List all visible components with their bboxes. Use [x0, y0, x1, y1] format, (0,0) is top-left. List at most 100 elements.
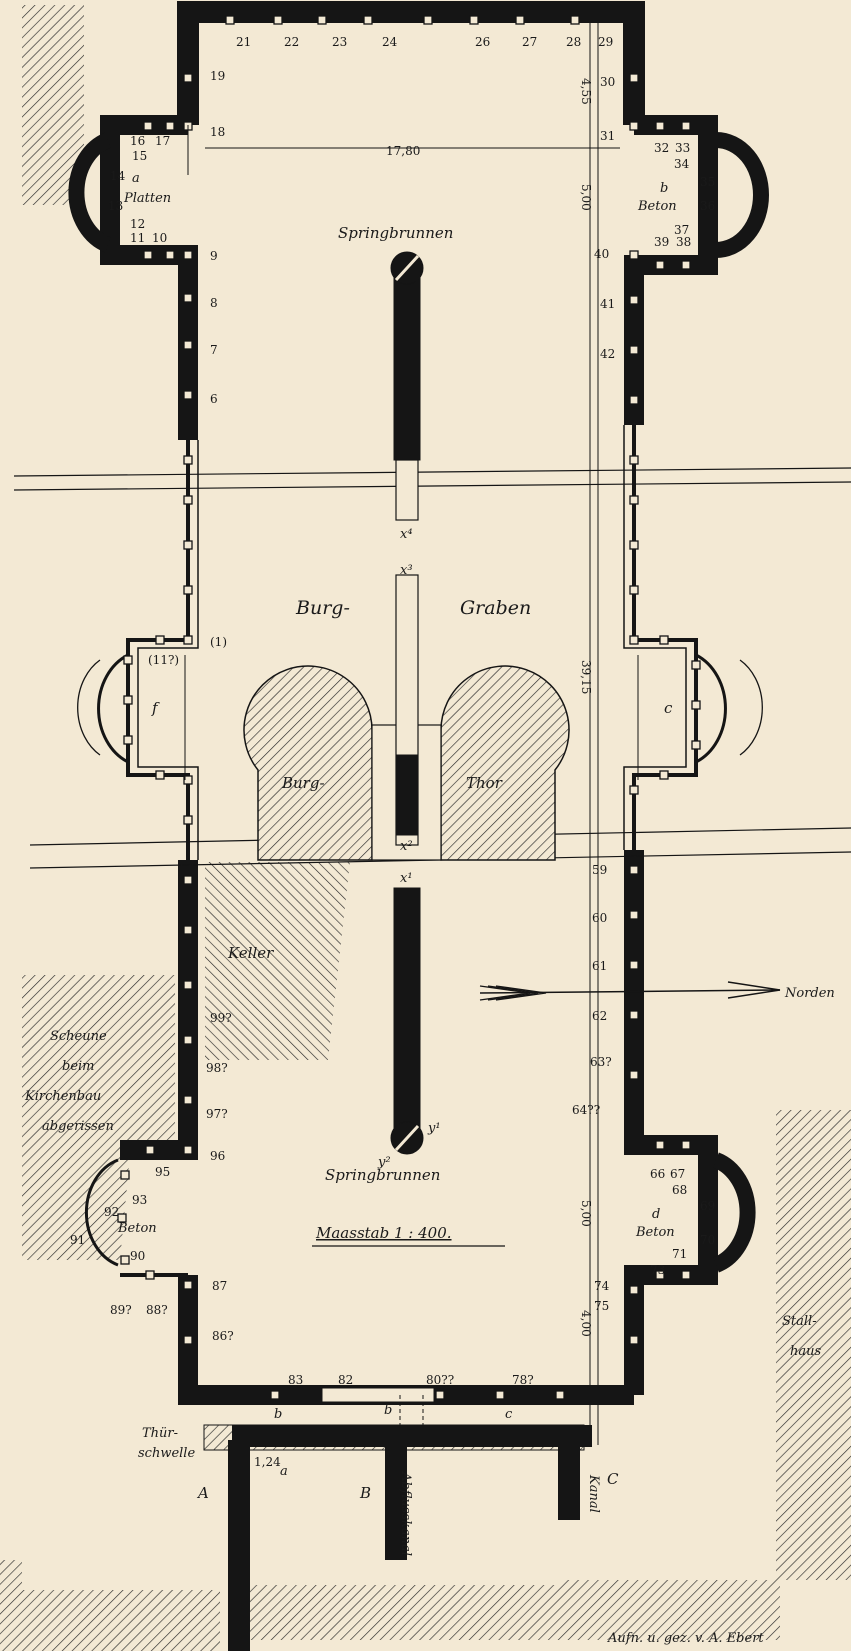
post-marker	[165, 121, 175, 131]
post-marker	[145, 1145, 155, 1155]
north-arrow	[479, 981, 781, 1001]
point-x4: x⁴	[400, 527, 413, 542]
apse-nw-label: Platten	[123, 191, 171, 206]
post-marker	[183, 1335, 193, 1345]
post-marker	[270, 1390, 280, 1400]
post-marker	[165, 250, 175, 260]
post-number-west-lower: 99?	[210, 1011, 232, 1025]
apse-sw-label: Beton	[117, 1221, 157, 1236]
section-mark-a: a	[280, 1464, 288, 1479]
post-number-west-upper: (1)	[210, 635, 227, 649]
post-number-bottom: 78?	[512, 1373, 534, 1387]
section-b-label: B	[359, 1484, 371, 1502]
burg-label: Burg-	[295, 597, 350, 619]
post-marker	[143, 250, 153, 260]
post-marker	[435, 1390, 445, 1400]
post-marker	[183, 1280, 193, 1290]
post-number-west-lower: 95	[155, 1165, 170, 1179]
dimension-width: 17,80	[386, 144, 420, 158]
post-number-ne-apse: 39	[654, 235, 669, 249]
post-number-east-lower: 60	[592, 911, 607, 925]
post-number-east-upper: 31	[600, 129, 615, 143]
post-number-top: 28	[566, 35, 581, 49]
post-marker	[570, 15, 580, 25]
post-number-nw-apse: 15	[132, 149, 147, 163]
dimension-d2: 5,00	[579, 184, 593, 211]
post-marker	[659, 770, 669, 780]
post-number-east-lower: 59	[592, 863, 607, 877]
post-number-nw-apse: 17	[155, 134, 170, 148]
post-marker	[183, 925, 193, 935]
post-marker	[225, 15, 235, 25]
stallhaus-line-2: haus	[790, 1344, 821, 1359]
thin-walls-inner	[137, 425, 687, 860]
keller-area	[205, 862, 350, 1060]
post-marker	[515, 15, 525, 25]
abflusskanal-label: Abflusskanal	[398, 1471, 413, 1556]
post-number-sw-apse: 88?	[146, 1303, 168, 1317]
dimension-d1: 4,55	[579, 78, 593, 105]
scheune-line-4: abgerissen	[42, 1119, 114, 1134]
post-marker	[183, 585, 193, 595]
post-number-top: 22	[284, 35, 299, 49]
keller-label: Keller	[227, 944, 274, 962]
post-marker	[155, 635, 165, 645]
post-marker	[629, 495, 639, 505]
post-marker	[143, 121, 153, 131]
post-number-west-upper: 7	[210, 343, 218, 357]
springbrunnen-bottom-label: Springbrunnen	[325, 1166, 440, 1184]
point-x2: x²	[400, 839, 413, 854]
post-number-nw-apse: 11	[130, 231, 145, 245]
post-marker	[655, 1270, 665, 1280]
post-number-ne-apse: 32	[654, 141, 669, 155]
stallhaus-line-1: Stall-	[782, 1314, 817, 1329]
post-number-sw-apse: 89?	[110, 1303, 132, 1317]
burg-tower-label: Burg-	[281, 774, 325, 792]
post-number-se-apse: 69	[700, 1199, 715, 1213]
stallhaus-area	[776, 1110, 851, 1580]
thurschwelle-line-2: schwelle	[138, 1446, 195, 1461]
post-marker	[469, 15, 479, 25]
springbrunnen-top-label: Springbrunnen	[338, 224, 453, 242]
section-mark-c: c	[505, 1407, 513, 1422]
post-marker	[555, 1390, 565, 1400]
post-marker	[629, 295, 639, 305]
post-marker	[183, 495, 193, 505]
apses	[68, 132, 769, 1273]
post-marker	[629, 585, 639, 595]
point-y1: y¹	[427, 1121, 441, 1136]
post-marker	[681, 1140, 691, 1150]
surrounding-buildings	[0, 5, 851, 1651]
post-number-se-apse: 66	[650, 1167, 665, 1181]
post-marker	[423, 15, 433, 25]
section-c-label: C	[607, 1470, 619, 1488]
post-number-west-upper: 6	[210, 392, 218, 406]
post-marker	[495, 1390, 505, 1400]
post-number-sw-apse: 93	[132, 1193, 147, 1207]
post-marker	[183, 73, 193, 83]
post-number-west-lower: 86?	[212, 1329, 234, 1343]
post-number-west-lower: 96	[210, 1149, 225, 1163]
post-number-se-apse: 73	[650, 1263, 665, 1277]
post-marker	[123, 655, 133, 665]
post-number-nw-apse: 13	[108, 199, 123, 213]
post-marker	[183, 1095, 193, 1105]
apse-mid-e-label: c	[664, 699, 673, 717]
post-marker	[691, 700, 701, 710]
post-number-west-lower: 87	[212, 1279, 227, 1293]
post-number-nw-apse: 14	[110, 169, 126, 183]
post-marker	[629, 455, 639, 465]
post-marker	[117, 1213, 127, 1223]
post-number-east-lower: 61	[592, 959, 607, 973]
scheune-line-2: beim	[62, 1059, 95, 1074]
moat-walls	[100, 1, 718, 1405]
post-marker	[659, 635, 669, 645]
point-x3: x³	[400, 563, 413, 578]
wall-posts	[117, 15, 701, 1400]
kanal-label: Kanal	[586, 1474, 601, 1513]
post-number-sw-apse: 91	[70, 1233, 85, 1247]
fountain-channels	[390, 251, 424, 1155]
post-number-west-upper: 8	[210, 296, 218, 310]
post-marker	[123, 695, 133, 705]
post-number-bottom: 80??	[426, 1373, 454, 1387]
